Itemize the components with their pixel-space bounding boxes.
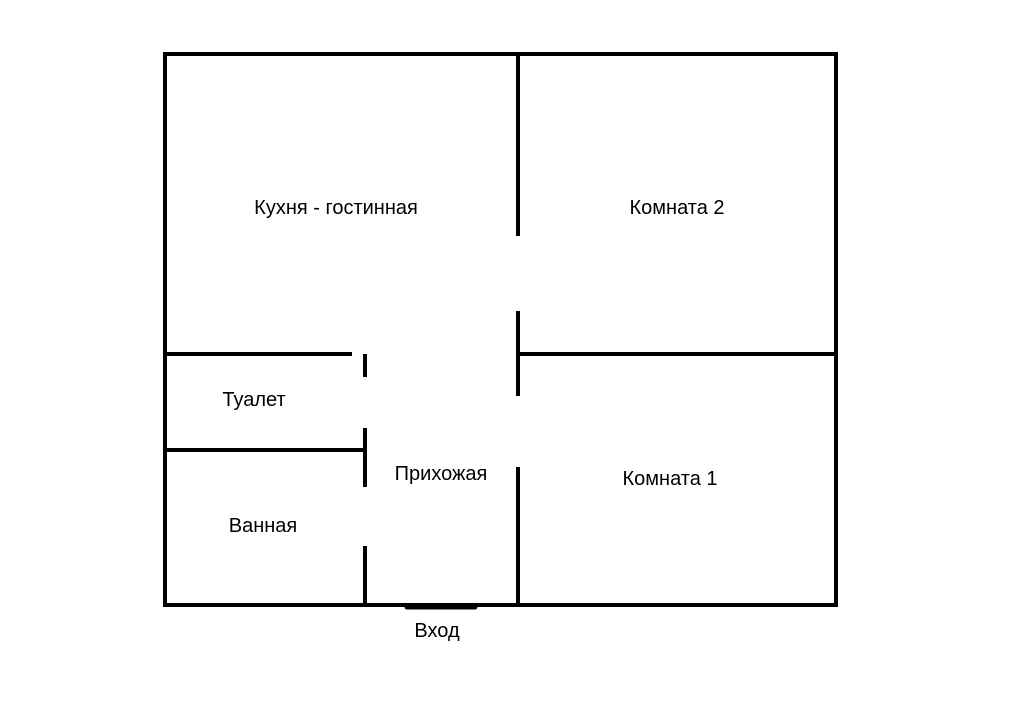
label-toilet: Туалет bbox=[222, 389, 285, 411]
outer-wall bbox=[163, 52, 838, 607]
label-room-2: Комната 2 bbox=[630, 197, 725, 219]
label-hallway: Прихожая bbox=[395, 463, 488, 485]
label-bathroom: Ванная bbox=[229, 515, 298, 537]
label-kitchen-living: Кухня - гостинная bbox=[254, 197, 418, 219]
label-entrance: Вход bbox=[414, 620, 460, 642]
label-room-1: Комната 1 bbox=[623, 468, 718, 490]
